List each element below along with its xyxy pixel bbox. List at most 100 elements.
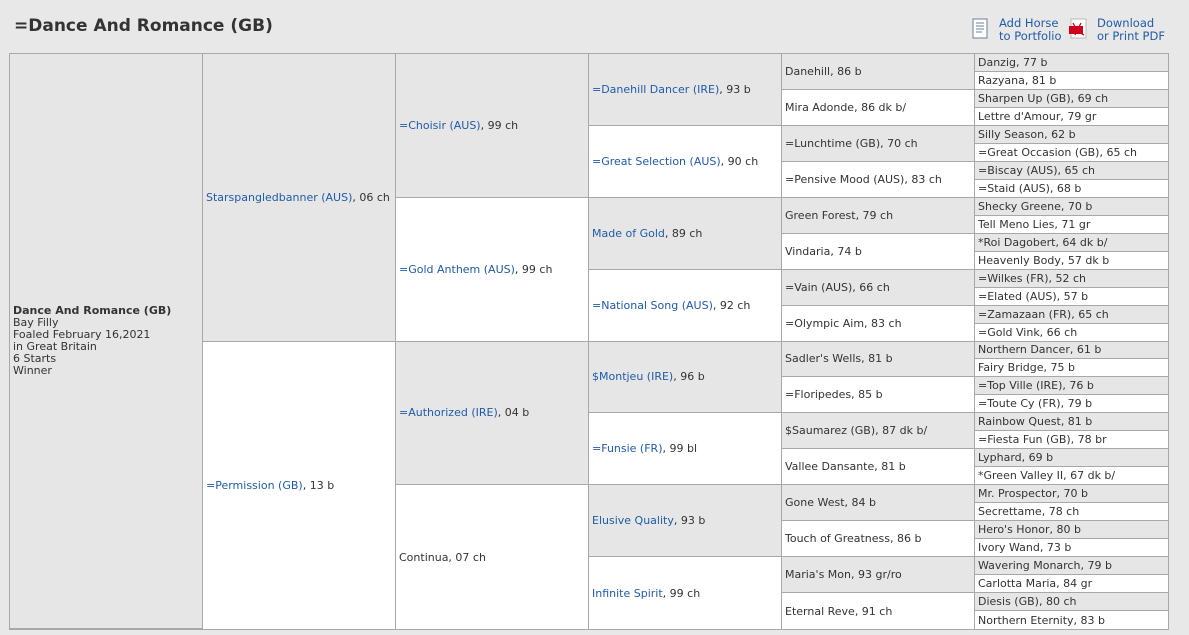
- ancestor-suffix: , 99 ch: [514, 262, 553, 276]
- ancestor-text: Maria's Mon, 93 gr/ro: [785, 568, 902, 582]
- add-to-portfolio-link[interactable]: Add Horse to Portfolio: [970, 17, 1062, 43]
- ancestor-cell-gen5: Northern Eternity, 83 b: [975, 611, 1168, 629]
- ancestor-cell-gen5: Razyana, 81 b: [975, 71, 1168, 90]
- ancestor-cell-gen3: =Great Selection (AUS), 90 ch: [589, 125, 782, 198]
- ancestor-cell-gen4: Danehill, 86 b: [782, 54, 975, 90]
- ancestor-link[interactable]: Made of Gold: [592, 226, 665, 240]
- ancestor-suffix: , 13 b: [302, 478, 335, 492]
- subject-detail: Foaled February 16,2021: [13, 328, 151, 341]
- ancestor-link[interactable]: =Gold Anthem (AUS): [399, 262, 515, 276]
- ancestor-cell-gen5: Northern Dancer, 61 b: [975, 341, 1168, 360]
- ancestor-cell-gen5: =Top Ville (IRE), 76 b: [975, 377, 1168, 396]
- ancestor-text: Continua, 07 ch: [399, 550, 486, 564]
- ancestor-cell-gen5: *Roi Dagobert, 64 dk b/: [975, 233, 1168, 252]
- ancestor-cell-gen5: Carlotta Maria, 84 gr: [975, 575, 1168, 594]
- ancestor-cell-gen2: =Authorized (IRE), 04 b: [396, 341, 589, 486]
- ancestor-text: Razyana, 81 b: [978, 73, 1057, 87]
- subject-detail: Winner: [13, 364, 52, 377]
- ancestor-text: Ivory Wand, 73 b: [978, 541, 1072, 555]
- ancestor-cell-gen5: Rainbow Quest, 81 b: [975, 413, 1168, 432]
- page-title: =Dance And Romance (GB): [14, 16, 273, 36]
- ancestor-cell-gen5: Sharpen Up (GB), 69 ch: [975, 89, 1168, 108]
- ancestor-text: =Lunchtime (GB), 70 ch: [785, 136, 918, 150]
- download-pdf-link[interactable]: Download or Print PDF: [1068, 17, 1165, 43]
- ancestor-text: Shecky Greene, 70 b: [978, 199, 1093, 213]
- ancestor-text: Tell Meno Lies, 71 gr: [978, 217, 1091, 231]
- ancestor-cell-gen3: =National Song (AUS), 92 ch: [589, 269, 782, 342]
- ancestor-cell-gen5: =Gold Vink, 66 ch: [975, 323, 1168, 342]
- ancestor-text: Vallee Dansante, 81 b: [785, 460, 906, 474]
- ancestor-cell-gen4: Maria's Mon, 93 gr/ro: [782, 557, 975, 594]
- ancestor-cell-gen3: Elusive Quality, 93 b: [589, 485, 782, 558]
- ancestor-text: =Fiesta Fun (GB), 78 br: [978, 433, 1107, 447]
- ancestor-text: Wavering Monarch, 79 b: [978, 559, 1112, 573]
- ancestor-cell-gen4: $Saumarez (GB), 87 dk b/: [782, 413, 975, 450]
- ancestor-cell-gen5: Diesis (GB), 80 ch: [975, 593, 1168, 612]
- ancestor-cell-gen4: Green Forest, 79 ch: [782, 197, 975, 234]
- ancestor-cell-gen5: Heavenly Body, 57 dk b: [975, 251, 1168, 270]
- ancestor-cell-gen1: =Permission (GB), 13 b: [203, 341, 396, 629]
- ancestor-text: =Elated (AUS), 57 b: [978, 289, 1089, 303]
- ancestor-link[interactable]: Infinite Spirit: [592, 586, 663, 600]
- ancestor-cell-gen5: Secrettame, 78 ch: [975, 503, 1168, 522]
- ancestor-cell-gen4: Eternal Reve, 91 ch: [782, 593, 975, 629]
- ancestor-cell-gen5: =Fiesta Fun (GB), 78 br: [975, 431, 1168, 450]
- ancestor-cell-gen4: =Floripedes, 85 b: [782, 377, 975, 414]
- document-icon: [972, 18, 988, 39]
- ancestor-cell-gen5: *Green Valley II, 67 dk b/: [975, 467, 1168, 486]
- add-to-portfolio-label: Add Horse to Portfolio: [999, 16, 1062, 43]
- ancestor-text: Hero's Honor, 80 b: [978, 523, 1081, 537]
- ancestor-link[interactable]: =National Song (AUS): [592, 298, 713, 312]
- ancestor-cell-gen4: =Vain (AUS), 66 ch: [782, 269, 975, 306]
- ancestor-cell-gen4: Gone West, 84 b: [782, 485, 975, 522]
- page-header: =Dance And Romance (GB) Add Horse to Por…: [0, 0, 1189, 52]
- ancestor-text: =Biscay (AUS), 65 ch: [978, 163, 1095, 177]
- ancestor-cell-gen5: =Wilkes (FR), 52 ch: [975, 269, 1168, 288]
- download-pdf-label: Download or Print PDF: [1097, 16, 1165, 43]
- ancestor-cell-gen3: =Danehill Dancer (IRE), 93 b: [589, 54, 782, 126]
- ancestor-cell-gen5: Lyphard, 69 b: [975, 449, 1168, 468]
- ancestor-text: Mr. Prospector, 70 b: [978, 487, 1089, 501]
- ancestor-text: Rainbow Quest, 81 b: [978, 415, 1093, 429]
- ancestor-link[interactable]: $Montjeu (IRE): [592, 370, 674, 384]
- ancestor-cell-gen5: Silly Season, 62 b: [975, 125, 1168, 144]
- ancestor-link[interactable]: Starspangledbanner (AUS): [206, 190, 353, 204]
- ancestor-cell-gen4: Vindaria, 74 b: [782, 233, 975, 270]
- ancestor-text: Sharpen Up (GB), 69 ch: [978, 91, 1109, 105]
- ancestor-cell-gen5: Wavering Monarch, 79 b: [975, 557, 1168, 576]
- ancestor-text: Vindaria, 74 b: [785, 244, 862, 258]
- ancestor-text: $Saumarez (GB), 87 dk b/: [785, 424, 928, 438]
- ancestor-cell-gen5: Fairy Bridge, 75 b: [975, 359, 1168, 378]
- ancestor-cell-gen2: =Choisir (AUS), 99 ch: [396, 54, 589, 198]
- ancestor-text: Carlotta Maria, 84 gr: [978, 577, 1093, 591]
- ancestor-text: Silly Season, 62 b: [978, 127, 1076, 141]
- ancestor-suffix: , 04 b: [497, 406, 530, 420]
- ancestor-text: Secrettame, 78 ch: [978, 505, 1080, 519]
- ancestor-cell-gen5: Tell Meno Lies, 71 gr: [975, 215, 1168, 234]
- ancestor-link[interactable]: Elusive Quality: [592, 514, 674, 528]
- ancestor-cell-gen4: Mira Adonde, 86 dk b/: [782, 89, 975, 126]
- ancestor-suffix: , 99 bl: [662, 442, 698, 456]
- ancestor-text: =Staid (AUS), 68 b: [978, 181, 1082, 195]
- ancestor-suffix: , 89 ch: [664, 226, 703, 240]
- ancestor-text: Lyphard, 69 b: [978, 451, 1054, 465]
- ancestor-suffix: , 92 ch: [712, 298, 751, 312]
- ancestor-text: =Olympic Aim, 83 ch: [785, 316, 902, 330]
- ancestor-cell-gen5: Lettre d'Amour, 79 gr: [975, 107, 1168, 126]
- ancestor-cell-gen4: Vallee Dansante, 81 b: [782, 449, 975, 486]
- ancestor-link[interactable]: =Funsie (FR): [592, 442, 663, 456]
- ancestor-text: Lettre d'Amour, 79 gr: [978, 109, 1097, 123]
- ancestor-cell-gen4: Sadler's Wells, 81 b: [782, 341, 975, 378]
- ancestor-cell-gen5: Shecky Greene, 70 b: [975, 197, 1168, 216]
- pedigree-table: Dance And Romance (GB) Bay Filly Foaled …: [9, 53, 1169, 630]
- ancestor-link[interactable]: =Choisir (AUS): [399, 118, 481, 132]
- ancestor-text: Danzig, 77 b: [978, 55, 1048, 69]
- ancestor-cell-gen4: Touch of Greatness, 86 b: [782, 521, 975, 558]
- ancestor-cell-gen2: Continua, 07 ch: [396, 485, 589, 629]
- ancestor-text: Diesis (GB), 80 ch: [978, 595, 1077, 609]
- ancestor-link[interactable]: =Authorized (IRE): [399, 406, 498, 420]
- ancestor-link[interactable]: =Danehill Dancer (IRE): [592, 82, 720, 96]
- ancestor-link[interactable]: =Permission (GB): [206, 478, 303, 492]
- ancestor-cell-gen5: Danzig, 77 b: [975, 54, 1168, 72]
- ancestor-link[interactable]: =Great Selection (AUS): [592, 154, 721, 168]
